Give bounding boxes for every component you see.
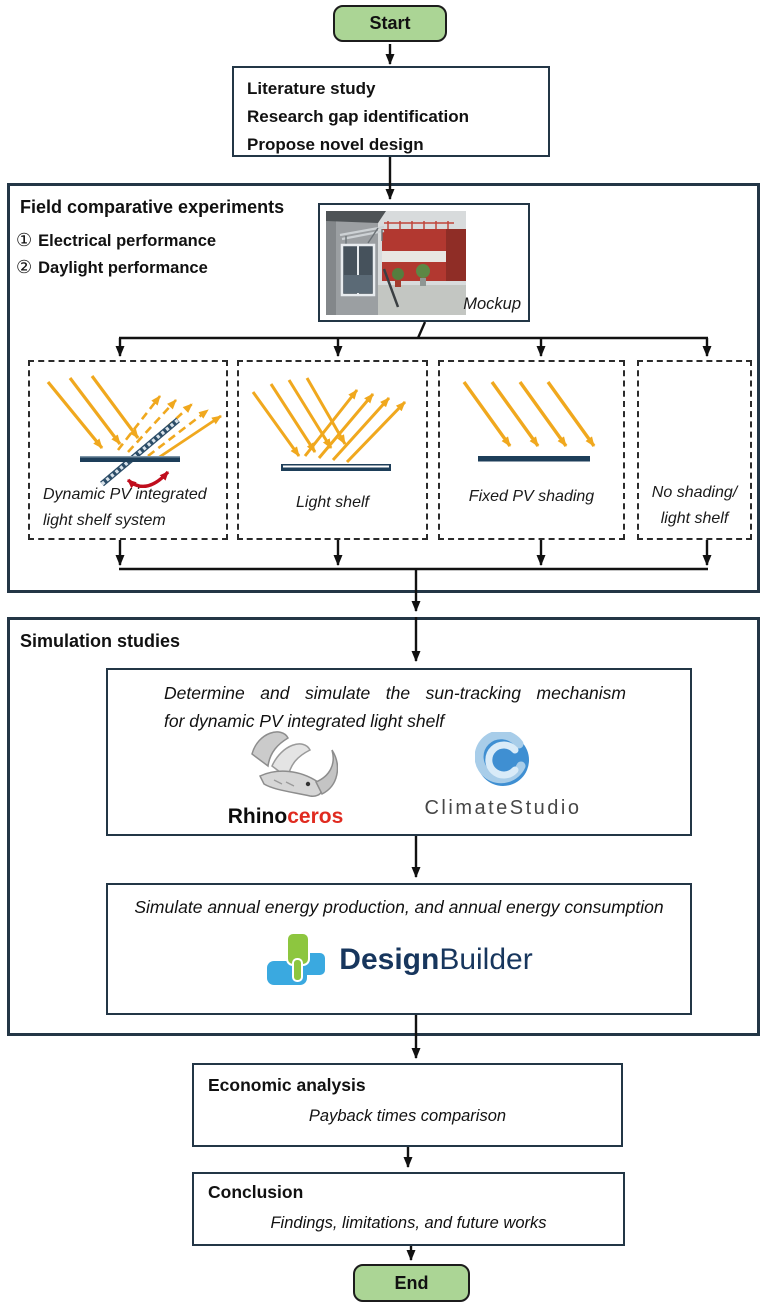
end-node: End [353, 1264, 470, 1302]
field-item-electrical-label: Electrical performance [38, 232, 217, 250]
branch-no-shading-line1: No shading/ [651, 484, 738, 501]
literature-line-2: Research gap identification [247, 107, 469, 126]
reflected-rays [303, 389, 407, 464]
energy-simulation-text: Simulate annual energy production, and a… [134, 897, 664, 917]
circled-one-icon: ① [16, 230, 33, 250]
rhino-text-red: ceros [287, 805, 344, 828]
conclusion-title: Conclusion [208, 1182, 304, 1202]
light-shelf-canopy [339, 225, 385, 241]
sun-tracking-text: Determine and simulate the sun-tracking … [164, 679, 626, 735]
reflected-rays-dashed [116, 395, 209, 458]
rhino-icon [250, 731, 338, 797]
start-label: Start [369, 13, 411, 33]
db-text-bold: Design [339, 943, 440, 976]
end-label: End [394, 1272, 429, 1293]
sun-tracking-node: Determine and simulate the sun-tracking … [106, 668, 692, 836]
pv-shade-bar [478, 456, 590, 462]
rhino-text-black: Rhino [227, 805, 288, 828]
energy-simulation-node: Simulate annual energy production, and a… [106, 883, 692, 1015]
branch-dynamic-pv-label: Dynamic PV integrated light shelf system [43, 482, 207, 534]
rhinoceros-logo: Rhinoceros [203, 724, 368, 829]
sun-tracking-line2: for dynamic PV integrated light shelf [164, 711, 445, 731]
light-shelf-bar [80, 456, 180, 462]
climatestudio-wordmark: ClimateStudio [424, 797, 582, 819]
simulation-title: Simulation studies [20, 631, 181, 651]
branch-dynamic-pv-line2: light shelf system [43, 512, 166, 529]
test-cell-building [326, 211, 386, 315]
branch-light-shelf-label: Light shelf [296, 494, 369, 511]
mockup-photo [326, 211, 466, 315]
reflected-ray-solid [157, 414, 222, 460]
fixed-pv-diagram [462, 381, 596, 462]
mockup-node: Mockup [318, 203, 530, 322]
rotation-arrow [126, 470, 170, 488]
conclusion-node: Conclusion Findings, limitations, and fu… [192, 1172, 625, 1246]
light-shelf-diagram [251, 377, 407, 471]
climatestudio-logo: ClimateStudio [408, 730, 598, 820]
branch-light-shelf: Light shelf [237, 360, 428, 540]
dynamic-pv-diagram [46, 375, 222, 488]
designbuilder-wordmark: DesignBuilder [339, 943, 532, 977]
branch-dynamic-pv-line1: Dynamic PV integrated [43, 486, 207, 503]
designbuilder-logo: DesignBuilder [108, 931, 690, 989]
field-experiments-title: Field comparative experiments [20, 197, 285, 217]
incoming-sun-rays [46, 375, 140, 450]
branch-fixed-pv-label: Fixed PV shading [468, 488, 595, 505]
branch-dynamic-pv: Dynamic PV integrated light shelf system [28, 360, 228, 540]
economic-analysis-subtitle: Payback times comparison [308, 1107, 507, 1125]
literature-line-1: Literature study [247, 79, 376, 98]
plants [392, 264, 430, 287]
start-node: Start [333, 5, 447, 42]
branch-no-shading: No shading/ light shelf [637, 360, 752, 540]
pv-panel-cells [100, 418, 180, 486]
incoming-sun-rays [462, 381, 596, 447]
field-item-daylight-label: Daylight performance [38, 259, 208, 277]
literature-node: Literature study Research gap identifica… [232, 66, 550, 157]
rhinoceros-wordmark: Rhinoceros [203, 805, 368, 829]
db-text-regular: Builder [439, 943, 533, 976]
conclusion-subtitle: Findings, limitations, and future works [270, 1214, 547, 1232]
field-item-electrical: ① Electrical performance [16, 230, 216, 251]
branch-no-shading-line2: light shelf [660, 510, 729, 527]
circled-two-icon: ② [16, 257, 33, 277]
climatestudio-icon [474, 730, 529, 786]
economic-analysis-title: Economic analysis [208, 1075, 366, 1095]
literature-line-3: Propose novel design [247, 135, 424, 154]
economic-analysis-node: Economic analysis Payback times comparis… [192, 1063, 623, 1147]
field-item-daylight: ② Daylight performance [16, 257, 208, 278]
sun-tracking-line1: Determine and simulate the sun-tracking … [164, 683, 626, 703]
branch-no-shading-label: No shading/ light shelf [639, 480, 750, 532]
designbuilder-icon [267, 932, 326, 985]
branch-fixed-pv: Fixed PV shading [438, 360, 625, 540]
mockup-label: Mockup [463, 295, 521, 313]
